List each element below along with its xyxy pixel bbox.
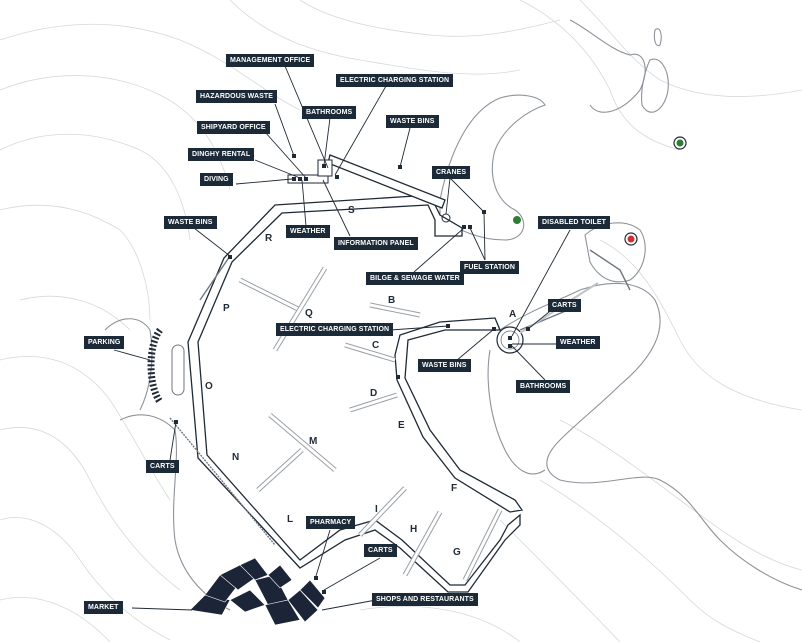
pier-letter-e: E [398, 420, 405, 431]
pier-letter-h: H [410, 524, 418, 535]
label-hazardous-waste[interactable]: HAZARDOUS WASTE [196, 90, 278, 103]
label-shops-and-restaurants[interactable]: SHOPS AND RESTAURANTS [372, 593, 478, 606]
pier-letter-q: Q [305, 308, 313, 319]
label-carts-right[interactable]: CARTS [548, 299, 581, 312]
parking-area [147, 327, 185, 405]
green-buoy-outer [676, 139, 684, 147]
label-carts-bottom[interactable]: CARTS [364, 544, 397, 557]
label-waste-bins-top[interactable]: WASTE BINS [386, 115, 439, 128]
label-shipyard-office[interactable]: SHIPYARD OFFICE [197, 121, 270, 134]
label-carts-left[interactable]: CARTS [146, 460, 179, 473]
pier-letter-r: R [265, 233, 273, 244]
label-bilge-sewage-water[interactable]: BILGE & SEWAGE WATER [366, 272, 464, 285]
coastline [104, 19, 802, 611]
leader-lines [113, 65, 571, 611]
label-pharmacy[interactable]: PHARMACY [306, 516, 356, 529]
pier-letter-n: N [232, 452, 240, 463]
label-information-panel[interactable]: INFORMATION PANEL [334, 237, 418, 250]
pier-letter-i: I [375, 504, 378, 515]
label-weather-top[interactable]: WEATHER [286, 225, 330, 238]
pier-letter-p: P [223, 303, 230, 314]
label-disabled-toilet[interactable]: DISABLED TOILET [538, 216, 610, 229]
pier-letter-o: O [205, 381, 213, 392]
label-waste-bins-left[interactable]: WASTE BINS [164, 216, 217, 229]
pier-letter-g: G [453, 547, 461, 558]
label-dinghy-rental[interactable]: DINGHY RENTAL [188, 148, 255, 161]
pier-letter-l: L [287, 514, 294, 525]
label-electric-charging-station-mid[interactable]: ELECTRIC CHARGING STATION [276, 323, 394, 336]
pontoons [238, 249, 631, 582]
label-fuel-station[interactable]: FUEL STATION [460, 261, 519, 274]
pier-letter-f: F [451, 483, 458, 494]
label-bathrooms-right[interactable]: BATHROOMS [516, 380, 571, 393]
label-parking[interactable]: PARKING [84, 336, 125, 349]
label-management-office[interactable]: MANAGEMENT OFFICE [226, 54, 315, 67]
label-market[interactable]: MARKET [84, 601, 123, 614]
label-waste-bins-mid[interactable]: WASTE BINS [418, 359, 471, 372]
buoys [513, 136, 687, 246]
pier-letter-m: M [309, 436, 318, 447]
east-breakwater [394, 317, 524, 513]
pier-letter-a: A [509, 309, 517, 320]
label-diving[interactable]: DIVING [200, 173, 233, 186]
pier-letter-b: B [388, 295, 396, 306]
green-buoy-inner [513, 216, 521, 224]
label-cranes[interactable]: CRANES [432, 166, 471, 179]
pier-letter-d: D [370, 388, 378, 399]
label-weather-right[interactable]: WEATHER [556, 336, 600, 349]
marina-basin-outline [187, 194, 521, 593]
market-buildings [189, 557, 326, 626]
red-buoy [627, 235, 635, 243]
pier-letter-s: S [348, 205, 355, 216]
label-bathrooms-top[interactable]: BATHROOMS [302, 106, 357, 119]
pier-letter-c: C [372, 340, 380, 351]
label-electric-charging-station-top[interactable]: ELECTRIC CHARGING STATION [336, 74, 454, 87]
